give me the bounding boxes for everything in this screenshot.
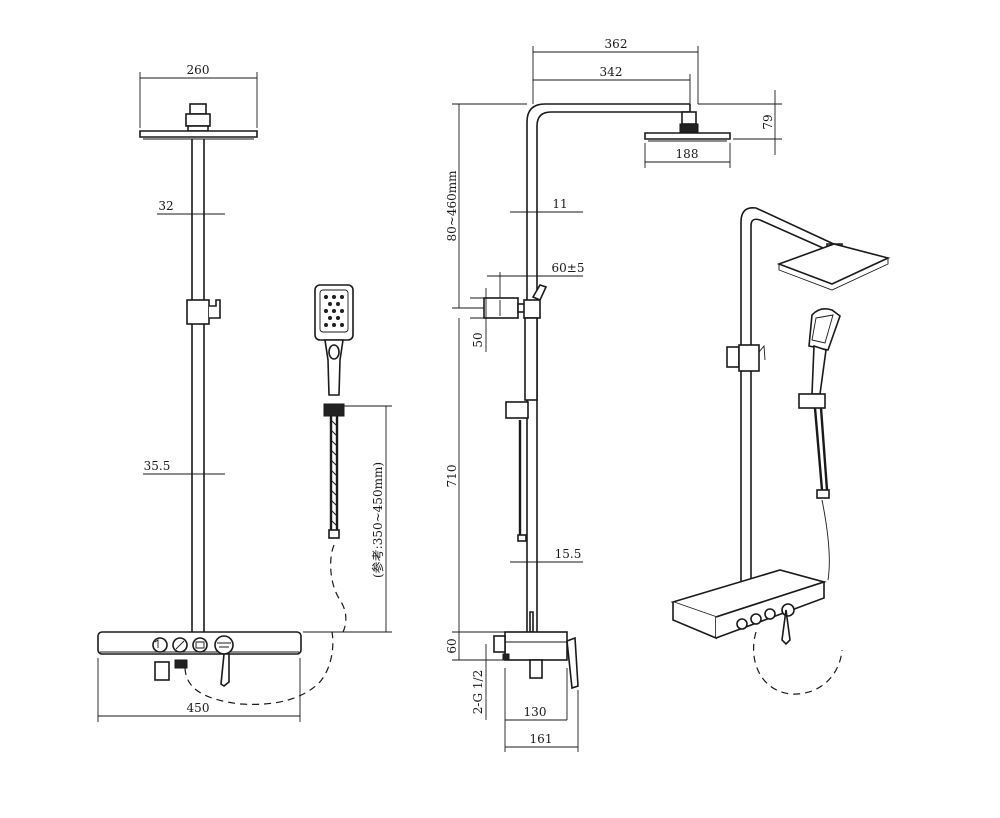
side-riser-height-label: 710: [445, 465, 459, 488]
front-head-width-label: 260: [187, 63, 210, 77]
front-view: 260 32 35.5 450 (参考:350~450mm): [97, 63, 392, 722]
side-arm-reach-label: 342: [600, 65, 623, 79]
side-adjust-range-label: 80~460mm: [445, 170, 459, 242]
iso-thermostatic-shelf: [670, 569, 843, 695]
front-riser-pipe: [186, 139, 221, 632]
iso-wall-bracket: [726, 344, 766, 372]
front-overhead-shower: [139, 103, 258, 140]
iso-overhead-shower: [776, 243, 891, 291]
side-view: 362 342 79 188 80~460mm 11 60±5: [445, 37, 782, 752]
isometric-view: [670, 206, 891, 695]
side-bracket-offset-label: 60±5: [552, 261, 585, 275]
side-arm-total-label: 362: [605, 37, 628, 51]
iso-hand-shower: [798, 308, 841, 581]
side-valve-depth-label: 130: [524, 705, 547, 719]
side-dimensions: 362 342 79 188 80~460mm 11 60±5: [445, 37, 782, 752]
side-thermostatic-valve: [493, 631, 579, 690]
side-pipe-upper-label: 11: [552, 197, 567, 211]
side-riser-and-arm: [526, 103, 691, 632]
side-bracket-height-label: 50: [471, 332, 485, 347]
side-valve-height-label: 60: [445, 638, 459, 653]
side-pipe-lower-label: 15.5: [555, 547, 582, 561]
side-valve-total-label: 161: [530, 732, 553, 746]
side-head-height-label: 79: [761, 114, 775, 129]
front-dimensions: 260 32 35.5 450 (参考:350~450mm): [97, 63, 392, 722]
front-hand-shower: [314, 284, 354, 635]
side-wall-bracket: [483, 284, 548, 319]
side-overhead-shower: [644, 111, 731, 142]
iso-riser-and-arm: [740, 206, 839, 590]
front-hand-shower-nozzles: [324, 295, 344, 327]
front-shelf-width-label: 450: [187, 701, 210, 715]
front-thermostatic-shelf: [97, 631, 334, 705]
side-inlet-thread-label: 2-G 1/2: [471, 670, 485, 714]
front-hose-length-label: (参考:350~450mm): [370, 462, 385, 578]
side-hand-shower: [505, 317, 538, 633]
side-head-width-label: 188: [676, 147, 699, 161]
front-pipe-upper-label: 32: [158, 199, 173, 213]
front-pipe-lower-label: 35.5: [144, 459, 171, 473]
